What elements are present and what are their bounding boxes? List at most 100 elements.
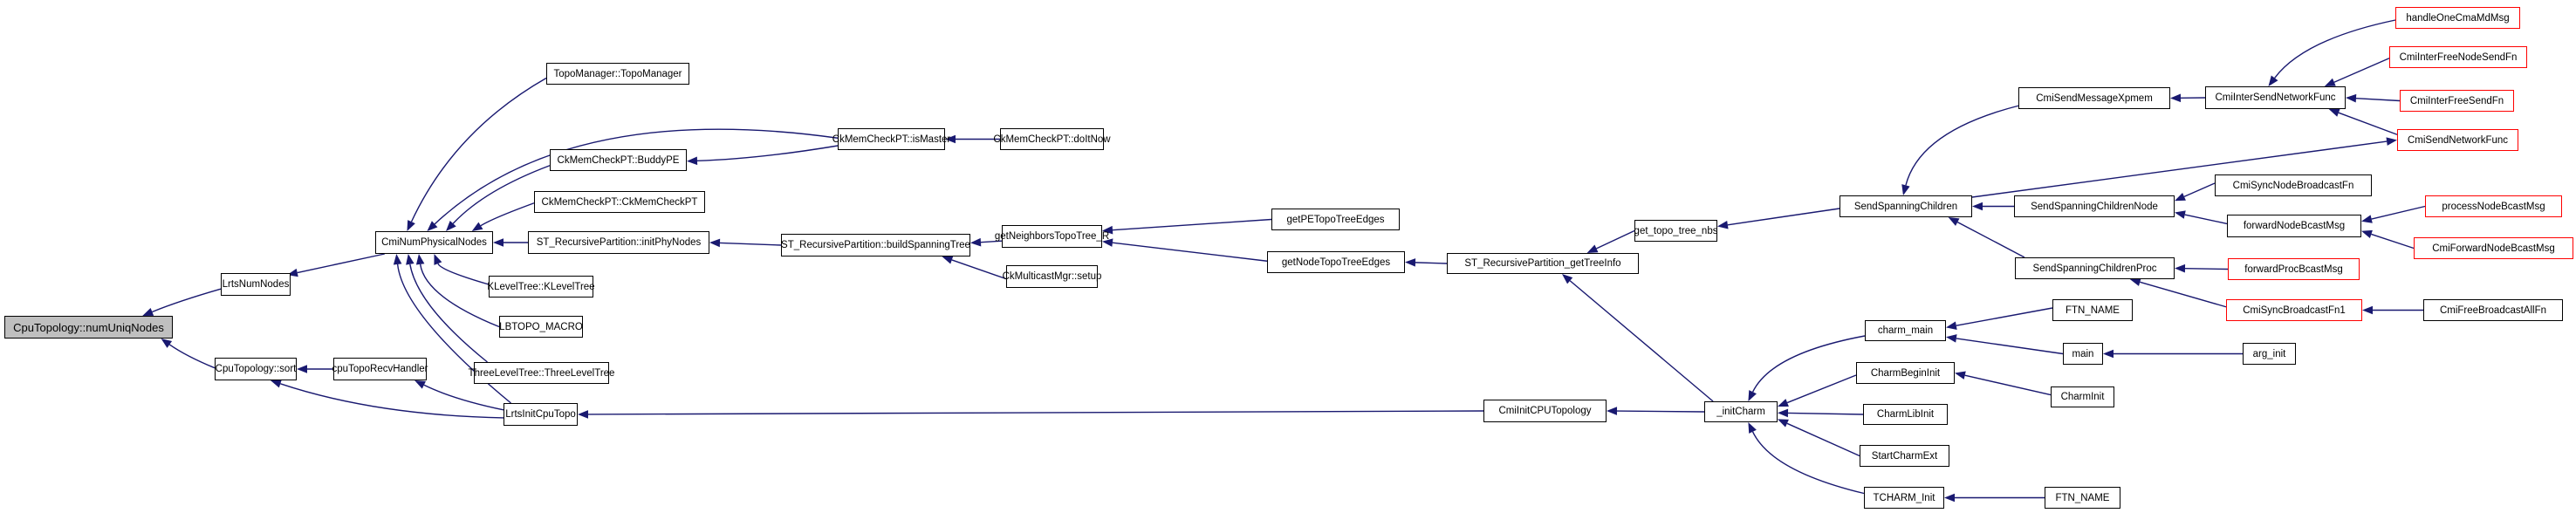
arrowhead-icon [687,156,698,166]
graph-node-interFreeNode[interactable]: CmiInterFreeNodeSendFn [2389,46,2527,68]
call-edge [419,263,500,328]
graph-node-cmiFwdNodeBcast[interactable]: CmiForwardNodeBcastMsg [2414,237,2573,259]
call-edge [980,240,1003,243]
call-edge [1112,218,1272,231]
arrowhead-icon [2175,193,2186,202]
arrowhead-icon [2361,215,2373,223]
arrowhead-icon [1778,399,1789,407]
graph-node-lbtopo[interactable]: LBTOPO_MACRO [499,316,583,338]
graph-node-sendNetFunc[interactable]: CmiSendNetworkFunc [2397,129,2518,151]
arrowhead-icon [471,222,483,231]
arrowhead-icon [434,254,442,265]
graph-node-processNodeBcast[interactable]: processNodeBcastMsg [2425,195,2562,217]
graph-node-kLevel[interactable]: KLevelTree::KLevelTree [487,276,595,298]
arrowhead-icon [142,308,154,316]
graph-node-xpmem[interactable]: CmiSendMessageXpmem [2018,87,2170,109]
arrowhead-icon [1946,334,1957,343]
graph-node-argInit[interactable]: arg_init [2243,343,2296,365]
graph-node-getTreeInfo[interactable]: ST_RecursivePartition_getTreeInfo [1447,253,1639,274]
graph-node-getPE[interactable]: getPETopoTreeEdges [1271,209,1400,230]
arrowhead-icon [297,365,307,373]
arrowhead-icon [393,254,402,265]
arrowhead-icon [493,238,504,247]
call-edge [2333,58,2390,83]
graph-node-initCharm[interactable]: _initCharm [1704,401,1778,422]
call-edge [1956,338,2064,355]
arrowhead-icon [1562,274,1573,284]
arrowhead-icon [2175,263,2186,273]
call-edge [2371,233,2415,250]
arrowhead-icon [970,237,982,247]
graph-node-freeBcastAll[interactable]: CmiFreeBroadcastAllFn [2423,299,2563,321]
call-edge [1112,242,1268,262]
graph-node-syncBcastFn1[interactable]: CmiSyncBroadcastFn1 [2226,299,2362,321]
graph-node-interSendNet[interactable]: CmiInterSendNetworkFunc [2205,86,2346,109]
graph-node-sort[interactable]: CpuTopology::sort [215,358,297,380]
call-edge [2184,214,2228,225]
graph-node-lrtsNumNodes[interactable]: LrtsNumNodes [221,273,291,296]
call-edge [434,128,839,225]
graph-node-doItNow[interactable]: CkMemCheckPT::doItNow [993,128,1111,150]
graph-node-getTopoNbs[interactable]: get_topo_tree_nbs [1634,220,1717,242]
arrowhead-icon [945,134,956,144]
graph-node-buddyPE[interactable]: CkMemCheckPT::BuddyPE [550,149,687,171]
graph-node-interFreeSend[interactable]: CmiInterFreeSendFn [2400,90,2514,112]
graph-node-spanProc[interactable]: SendSpanningChildrenProc [2015,257,2175,279]
call-edge [452,165,551,224]
graph-node-threeLevel[interactable]: ThreeLevelTree::ThreeLevelTree [469,362,614,384]
call-edge [280,383,504,419]
graph-node-handleCma[interactable]: handleOneCmaMdMsg [2395,7,2520,29]
graph-node-mcastSetup[interactable]: CkMulticastMgr::setup [1003,265,1101,288]
call-edge [1905,105,2019,186]
graph-node-ftnTop[interactable]: FTN_NAME [2052,299,2133,321]
graph-node-fwdNodeBcast[interactable]: forwardNodeBcastMsg [2227,215,2361,237]
graph-node-cmiNumPhys[interactable]: CmiNumPhysicalNodes [375,231,493,254]
graph-node-getNode[interactable]: getNodeTopoTreeEdges [1267,251,1405,273]
arrowhead-icon [2268,75,2278,86]
call-edge [2274,19,2396,79]
arrowhead-icon [578,410,589,419]
call-edge [1787,412,1864,415]
graph-node-sendSpan[interactable]: SendSpanningChildren [1840,195,1972,217]
call-edge [1751,431,1865,495]
graph-node-ftnBottom[interactable]: FTN_NAME [2045,487,2120,509]
graph-node-fwdProcBcast[interactable]: forwardProcBcastMsg [2228,258,2360,280]
graph-node-charmMain[interactable]: charm_main [1865,320,1946,341]
graph-node-topoMgr[interactable]: TopoManager::TopoManager [546,63,689,85]
call-edge [2183,182,2216,198]
arrowhead-icon [415,254,425,265]
graph-node-syncNodeBcast[interactable]: CmiSyncNodeBroadcastFn [2215,174,2372,196]
call-edge [480,202,535,227]
graph-node-buildSpanning[interactable]: ST_RecursivePartition::buildSpanningTree [781,234,970,256]
graph-node-mainFn[interactable]: main [2063,343,2103,365]
call-edge [410,77,547,222]
graph-node-lrtsInit[interactable]: LrtsInitCpuTopo [504,403,578,426]
graph-node-isMaster[interactable]: CkMemCheckPT::isMaster [832,128,950,150]
arrowhead-icon [1102,238,1113,247]
graph-node-charmBegin[interactable]: CharmBeginInit [1856,362,1955,384]
arrowhead-icon [1944,493,1955,503]
graph-node-initPhyNodes[interactable]: ST_RecursivePartition::initPhyNodes [528,231,709,254]
graph-node-recvHandler[interactable]: cpuTopoRecvHandler [332,358,428,380]
call-edge [2355,97,2401,102]
graph-node-spanNode[interactable]: SendSpanningChildrenNode [2014,195,2175,217]
call-edge [2371,205,2426,220]
arrowhead-icon [1717,221,1729,229]
arrowhead-icon [1778,408,1789,418]
call-edge [297,253,385,274]
call-edge [1956,307,2053,326]
arrowhead-icon [1405,258,1416,267]
arrowhead-icon [406,254,414,265]
graph-node-startCharmExt[interactable]: StartCharmExt [1860,445,1949,467]
graph-node-getNeighbors[interactable]: getNeighborsTopoTree_R [995,225,1109,248]
graph-node-cmiInitCPU[interactable]: CmiInitCPUTopology [1483,400,1607,422]
arrowhead-icon [1748,422,1757,434]
arrowhead-icon [2361,229,2373,239]
graph-node-ckMemCheckPT[interactable]: CkMemCheckPT::CkMemCheckPT [534,191,705,213]
graph-node-charmInit[interactable]: CharmInit [2051,386,2114,407]
arrowhead-icon [414,380,426,389]
graph-node-tcharmInit[interactable]: TCHARM_Init [1864,487,1944,509]
arrowhead-icon [161,339,173,348]
graph-node-root[interactable]: CpuTopology::numUniqNodes [4,316,173,339]
graph-node-charmLib[interactable]: CharmLibInit [1863,404,1948,425]
